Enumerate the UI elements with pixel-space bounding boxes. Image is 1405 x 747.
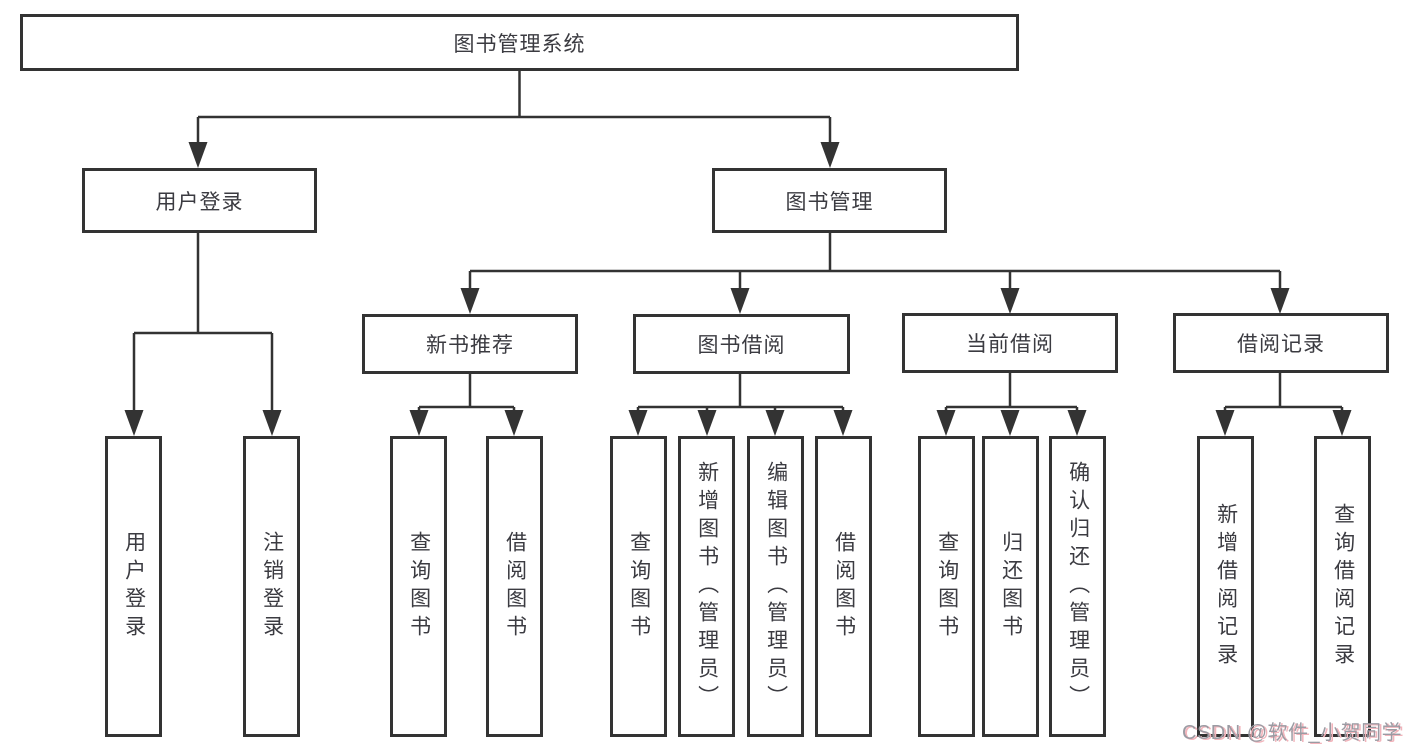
- leaf-label: 归还图书: [999, 530, 1023, 643]
- arrowhead: [833, 410, 853, 436]
- arrowhead: [460, 288, 480, 314]
- arrowhead: [936, 410, 956, 436]
- node-current-borrow: 当前借阅: [902, 313, 1118, 373]
- arrowhead: [1215, 410, 1235, 436]
- leaf-bb-edit-books-admin: 编辑图书（管理员）: [747, 436, 804, 737]
- csdn-watermark: CSDN @软件_小贺同学: [1182, 722, 1403, 744]
- arrowhead: [628, 410, 648, 436]
- arrowhead: [697, 410, 717, 436]
- leaf-bb-add-books-admin: 新增图书（管理员）: [678, 436, 735, 737]
- leaf-br-add-record: 新增借阅记录: [1197, 436, 1254, 737]
- connector-book-mgmt-to-level3: [460, 233, 1290, 314]
- leaf-bb-borrow-books: 借阅图书: [815, 436, 872, 737]
- leaf-bb-query-books: 查询图书: [610, 436, 667, 737]
- connector-borrow-records-to-leaves: [1215, 373, 1352, 436]
- arrowhead: [1000, 410, 1020, 436]
- arrowhead: [1000, 288, 1020, 314]
- arrowhead: [1270, 288, 1290, 314]
- leaf-label: 查询图书: [935, 530, 959, 643]
- connector-current-borrow-to-leaves: [936, 373, 1087, 436]
- connector-book-borrow-to-leaves: [628, 373, 853, 436]
- leaf-label: 确认归还（管理员）: [1066, 460, 1090, 713]
- arrowhead: [262, 410, 282, 436]
- node-book-borrow: 图书借阅: [633, 314, 850, 374]
- arrowhead: [188, 142, 208, 168]
- leaf-label: 查询图书: [627, 530, 651, 643]
- leaf-label: 新增借阅记录: [1214, 502, 1238, 671]
- leaf-label: 用户登录: [122, 530, 146, 643]
- arrowhead: [124, 410, 144, 436]
- leaf-label: 借阅图书: [832, 530, 856, 643]
- leaf-nbr-query-books: 查询图书: [390, 436, 447, 737]
- leaf-cb-return-books: 归还图书: [982, 436, 1039, 737]
- leaf-label: 编辑图书（管理员）: [764, 460, 788, 713]
- leaf-label: 借阅图书: [503, 530, 527, 643]
- arrowhead: [820, 142, 840, 168]
- arrowhead: [1332, 410, 1352, 436]
- leaf-logout: 注销登录: [243, 436, 300, 737]
- node-book-management: 图书管理: [712, 168, 947, 233]
- leaf-label: 查询图书: [407, 530, 431, 643]
- leaf-nbr-borrow-books: 借阅图书: [486, 436, 543, 737]
- node-root-library-system: 图书管理系统: [20, 14, 1019, 71]
- leaf-label: 查询借阅记录: [1331, 502, 1355, 671]
- arrowhead: [765, 410, 785, 436]
- arrowhead: [409, 410, 429, 436]
- node-user-login: 用户登录: [82, 168, 317, 233]
- leaf-label: 新增图书（管理员）: [695, 460, 719, 713]
- connector-root-to-level2: [188, 71, 840, 168]
- leaf-label: 注销登录: [260, 530, 284, 643]
- connector-user-login-to-leaves: [124, 233, 282, 436]
- leaf-cb-query-books: 查询图书: [918, 436, 975, 737]
- leaf-user-login: 用户登录: [105, 436, 162, 737]
- arrowhead: [730, 288, 750, 314]
- leaf-cb-confirm-return-admin: 确认归还（管理员）: [1049, 436, 1106, 737]
- node-borrow-records: 借阅记录: [1173, 313, 1389, 373]
- arrowhead: [504, 410, 524, 436]
- connector-new-book-recommend-to-leaves: [409, 373, 524, 436]
- arrowhead: [1067, 410, 1087, 436]
- leaf-br-query-record: 查询借阅记录: [1314, 436, 1371, 737]
- node-new-book-recommend: 新书推荐: [362, 314, 578, 374]
